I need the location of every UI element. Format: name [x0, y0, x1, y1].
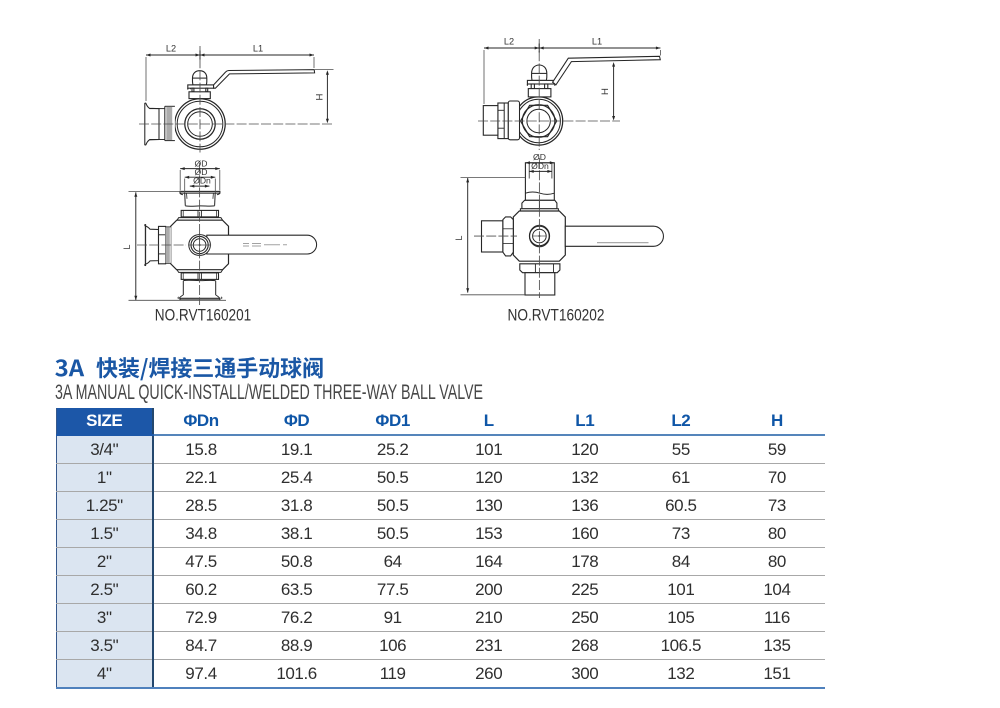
svg-text:ØDn: ØDn [531, 161, 549, 171]
svg-text:H: H [314, 93, 325, 100]
svg-text:ØD: ØD [195, 167, 208, 177]
svg-text:L2: L2 [166, 44, 176, 54]
svg-text:NO.RVT160201: NO.RVT160201 [155, 306, 252, 325]
svg-text:L: L [454, 235, 464, 240]
svg-text:NO.RVT160202: NO.RVT160202 [508, 306, 605, 325]
svg-text:L1: L1 [253, 44, 263, 54]
svg-text:H: H [600, 88, 611, 95]
svg-text:L2: L2 [504, 37, 514, 47]
svg-text:L1: L1 [592, 37, 602, 47]
svg-text:ØDn: ØDn [193, 176, 211, 186]
svg-text:L: L [122, 244, 132, 249]
svg-text:ØD: ØD [195, 159, 208, 169]
svg-text:ØD: ØD [533, 152, 546, 162]
